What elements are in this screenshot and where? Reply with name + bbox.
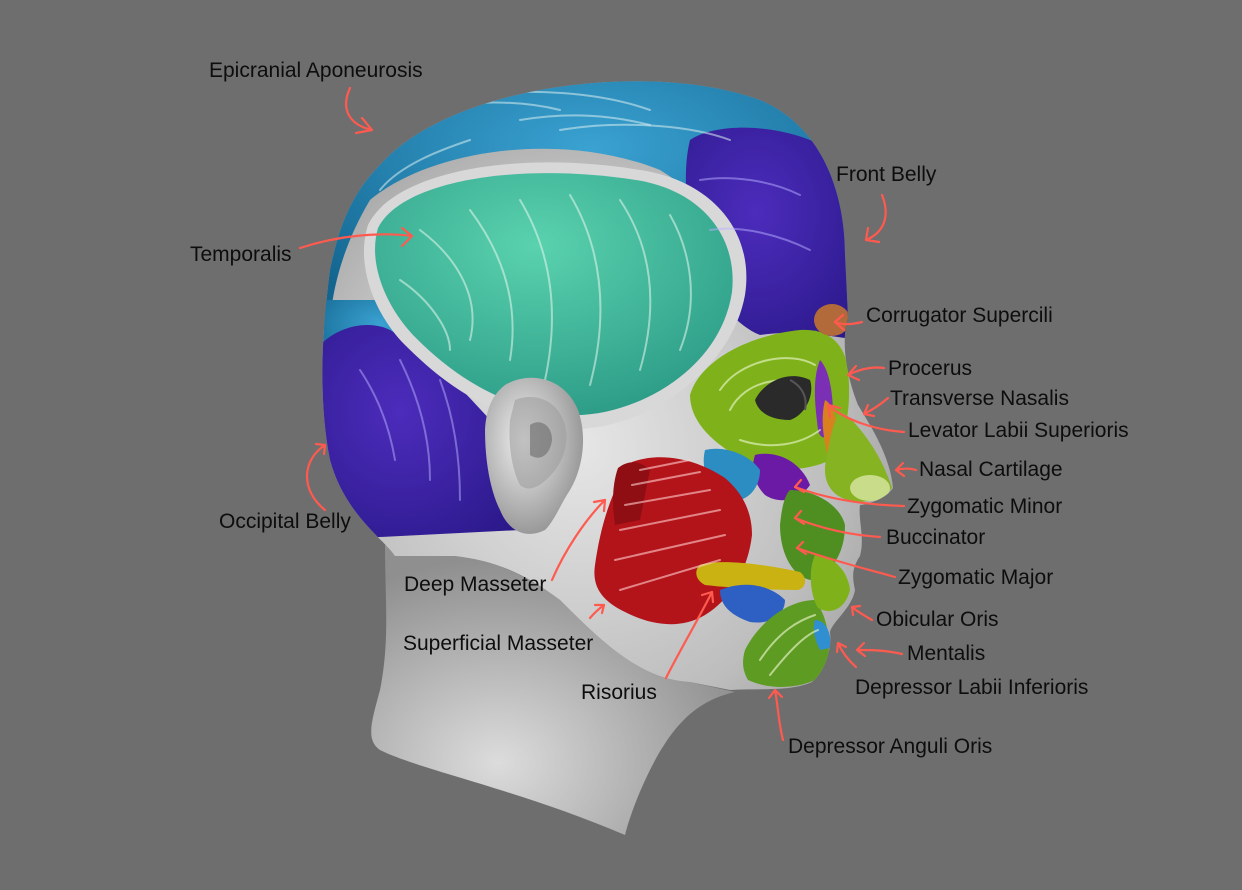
annotation-arrows — [298, 86, 918, 742]
occipital-belly-muscle — [322, 325, 520, 540]
label-levator-labii-superioris: Levator Labii Superioris — [908, 419, 1129, 442]
label-zygomatic-minor: Zygomatic Minor — [907, 495, 1063, 518]
label-zygomatic-major: Zygomatic Major — [898, 566, 1054, 589]
label-depressor-anguli-oris: Depressor Anguli Oris — [788, 735, 993, 758]
label-deep-masseter: Deep Masseter — [404, 573, 547, 596]
label-procerus: Procerus — [888, 357, 973, 380]
label-epicranial-aponeurosis: Epicranial Aponeurosis — [209, 59, 423, 82]
label-mentalis: Mentalis — [907, 642, 986, 665]
label-obicular-oris: Obicular Oris — [876, 608, 999, 631]
label-buccinator: Buccinator — [886, 526, 986, 549]
label-transverse-nasalis: Transverse Nasalis — [890, 387, 1069, 410]
label-front-belly: Front Belly — [836, 163, 937, 186]
ear-shape — [485, 377, 584, 534]
label-temporalis: Temporalis — [190, 243, 292, 266]
label-nasal-cartilage: Nasal Cartilage — [919, 458, 1063, 481]
label-risorius: Risorius — [581, 681, 657, 704]
neck-shape — [371, 545, 735, 835]
eye-socket — [755, 376, 812, 420]
label-occipital-belly: Occipital Belly — [219, 510, 351, 533]
label-superficial-masseter: Superficial Masseter — [403, 632, 594, 655]
label-depressor-labii-inferioris: Depressor Labii Inferioris — [855, 676, 1089, 699]
label-corrugator-supercili: Corrugator Supercili — [866, 304, 1053, 327]
